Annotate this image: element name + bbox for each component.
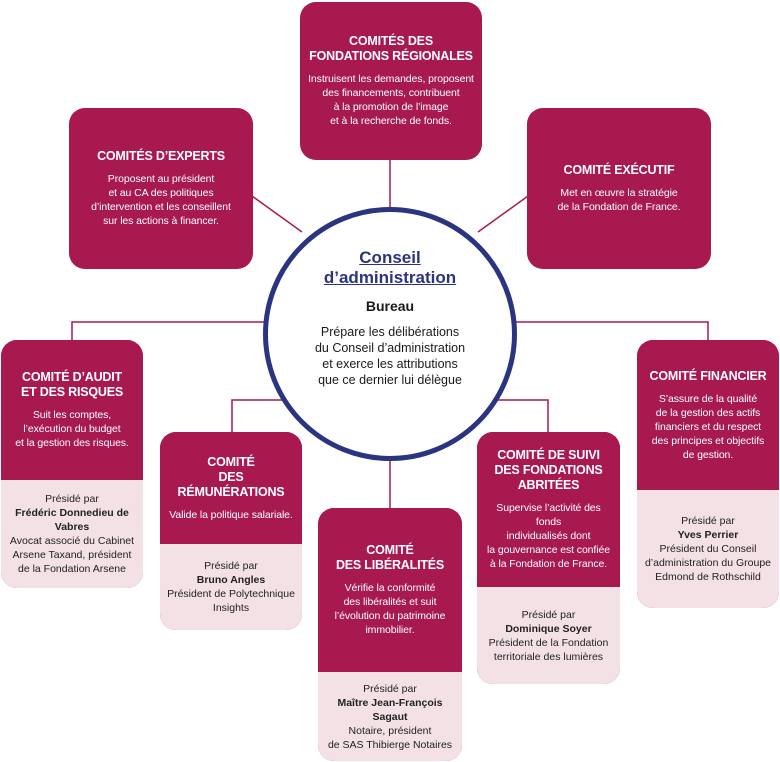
committee-executive-description: Met en œuvre la stratégie de la Fondatio… — [557, 187, 681, 213]
committee-executive-header: Comité exécutif Met en œuvre la stratégi… — [527, 108, 711, 269]
committee-remunerations-title: Comité des rémunérations — [177, 454, 285, 499]
presided-label: Présidé par — [204, 560, 258, 572]
committee-regional-foundations: Comités des fondations régionales Instru… — [300, 2, 482, 160]
committee-audit-title: Comité d’audit et des risques — [20, 370, 124, 399]
board-bureau-label: Bureau — [365, 298, 415, 314]
president-name: Frédéric Donnedieu de Vabres — [15, 507, 129, 533]
committee-liberalites-description: Vérifie la conformité des libéralités et… — [334, 582, 446, 636]
presided-label: Présidé par — [45, 493, 99, 505]
committee-audit-header: Comité d’audit et des risques Suit les c… — [1, 340, 143, 480]
committee-liberalites-title: Comité des libéralités — [335, 543, 445, 572]
president-role: Avocat associé du Cabinet Arsene Taxand,… — [9, 535, 135, 575]
connector-executif — [477, 195, 529, 233]
committee-regional-description: Instruisent les demandes, proposent des … — [308, 73, 474, 127]
committee-audit-risks: Comité d’audit et des risques Suit les c… — [1, 340, 143, 588]
connector-audit — [71, 321, 266, 340]
committee-regional-title: Comités des fondations régionales — [309, 34, 473, 63]
connector-experts — [251, 195, 303, 233]
committee-audit-description: Suit les comptes, l’exécution du budget … — [15, 409, 129, 449]
connector-remunerations — [231, 399, 290, 432]
committee-financial: Comité financier S’assure de la qualité … — [637, 340, 779, 608]
committee-suivi-title: Comité de suivi des fondations abritées — [494, 448, 603, 492]
presided-label: Présidé par — [521, 608, 576, 621]
president-name: Maître Jean-François Sagaut — [337, 696, 443, 723]
committee-suivi-president: Présidé par Dominique Soyer Président de… — [477, 587, 620, 684]
presided-label: Présidé par — [363, 682, 417, 695]
committee-remunerations-description: Valide la politique salariale. — [169, 508, 293, 521]
board-description: Prépare les délibérations du Conseil d’a… — [314, 325, 466, 387]
board-title: Conseil d’administration — [323, 248, 457, 287]
president-role: Président de Polytechnique Insights — [167, 588, 295, 614]
committee-executive: Comité exécutif Met en œuvre la stratégi… — [527, 108, 711, 269]
president-role: Notaire, président de SAS Thibierge Nota… — [327, 724, 453, 751]
board-of-directors-circle: Conseil d’administration Bureau Prépare … — [263, 207, 517, 461]
committee-financial-title: Comité financier — [649, 368, 767, 383]
committee-executive-title: Comité exécutif — [563, 163, 675, 177]
committee-liberalites: Comité des libéralités Vérifie la confor… — [318, 508, 462, 761]
committee-financial-president: Présidé par Yves Perrier Président du Co… — [637, 490, 779, 608]
connector-suivi — [490, 399, 549, 432]
committee-experts-description: Proposent au président et au CA des poli… — [91, 173, 231, 227]
committee-liberalites-president: Présidé par Maître Jean-François Sagaut … — [318, 672, 462, 761]
committee-remunerations-header: Comité des rémunérations Valide la polit… — [160, 432, 302, 544]
committee-financial-description: S’assure de la qualité de la gestion des… — [651, 392, 765, 461]
committee-sheltered-foundations: Comité de suivi des fondations abritées … — [477, 432, 620, 684]
president-name: Bruno Angles — [196, 574, 266, 586]
committee-suivi-header: Comité de suivi des fondations abritées … — [477, 432, 620, 587]
committee-regional-header: Comités des fondations régionales Instru… — [300, 2, 482, 160]
president-name: Dominique Soyer — [505, 622, 592, 635]
president-name: Yves Perrier — [677, 529, 739, 541]
connector-financier — [514, 321, 709, 340]
committee-suivi-description: Supervise l’activité des fonds individua… — [487, 502, 610, 570]
committee-experts-header: Comités d’experts Proposent au président… — [69, 108, 253, 269]
committee-experts-title: Comités d’experts — [97, 149, 225, 163]
president-role: Président de la Fondation territoriale d… — [488, 636, 609, 663]
committee-experts: Comités d’experts Proposent au président… — [69, 108, 253, 269]
committee-liberalites-header: Comité des libéralités Vérifie la confor… — [318, 508, 462, 672]
committee-remunerations-president: Présidé par Bruno Angles Président de Po… — [160, 544, 302, 630]
president-role: Président du Conseil d’administration du… — [644, 543, 772, 583]
presided-label: Présidé par — [681, 515, 735, 527]
committee-audit-president: Présidé par Frédéric Donnedieu de Vabres… — [1, 480, 143, 588]
committee-financial-header: Comité financier S’assure de la qualité … — [637, 340, 779, 490]
committee-remunerations: Comité des rémunérations Valide la polit… — [160, 432, 302, 630]
